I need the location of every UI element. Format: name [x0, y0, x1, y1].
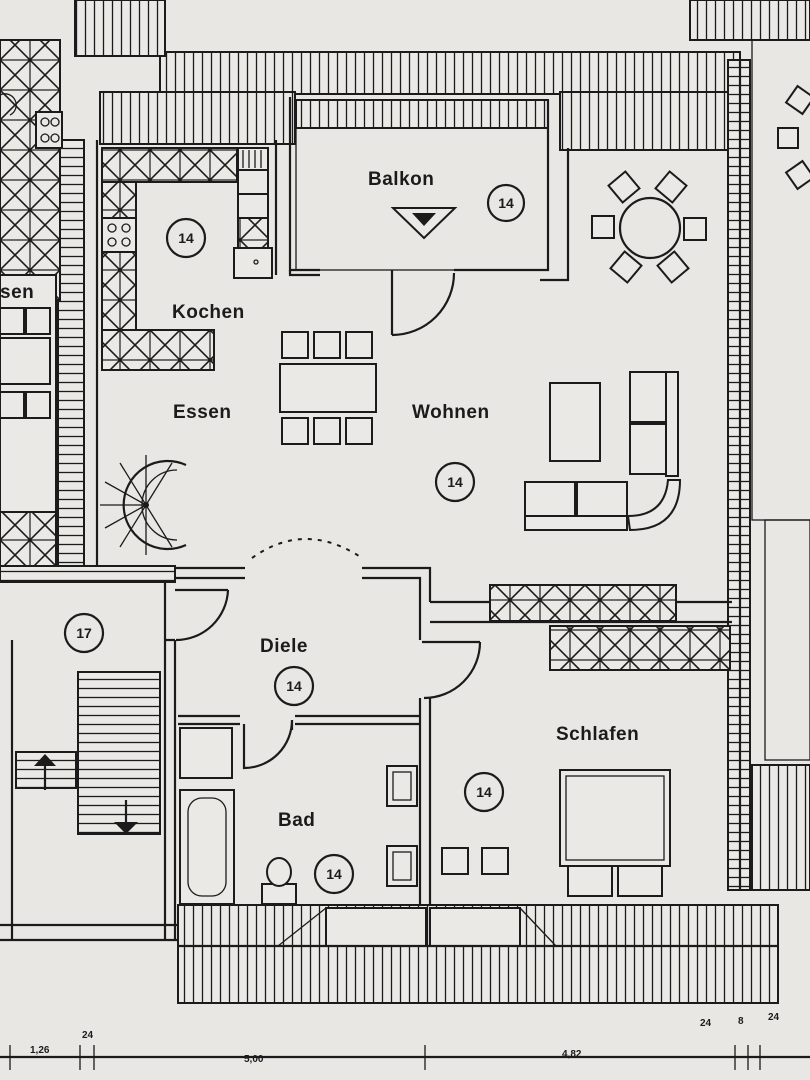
neighbour-room-label: sen: [0, 282, 34, 303]
room-number-diele: 14: [273, 665, 315, 707]
dimension-label: 8: [738, 1016, 744, 1027]
balcony-door: [390, 270, 456, 337]
svg-text:14: 14: [498, 195, 514, 211]
dimension-label: 5,00: [244, 1054, 264, 1065]
room-label-bad: Bad: [278, 810, 315, 831]
door-bedroom: [422, 640, 482, 700]
staircase: [15, 671, 161, 835]
dimension-label: 24: [82, 1030, 94, 1041]
svg-text:14: 14: [447, 474, 463, 490]
room-label-schlafen: Schlafen: [556, 724, 639, 745]
svg-text:14: 14: [326, 866, 342, 882]
door-arc-top: [251, 538, 363, 559]
roof-band-top: [159, 51, 741, 95]
cabinet-living: [489, 584, 677, 622]
room-number-bad: 14: [313, 853, 355, 895]
round-dining-table: [591, 170, 707, 284]
room-label-diele: Diele: [260, 636, 308, 657]
toilet: [261, 857, 297, 905]
dimension-label: 24: [700, 1018, 712, 1029]
room-label-essen: Essen: [173, 402, 231, 423]
room-number-kochen: 14: [165, 217, 207, 259]
washbasin-bottom: [386, 845, 418, 887]
neighbour-unit-right: [751, 39, 810, 891]
exterior-wall-left: [57, 139, 85, 571]
dining-table: [279, 331, 377, 445]
door-bath: [242, 719, 294, 770]
dimension-label: 1,26: [30, 1045, 50, 1056]
room-label-balkon: Balkon: [368, 169, 434, 190]
room-label-kochen: Kochen: [172, 302, 245, 323]
room-number-wohnen: 14: [434, 461, 476, 503]
kitchen-appliances: [233, 147, 273, 279]
room-number-treppenhaus: 17: [63, 612, 105, 654]
wall-hall-top-left: [0, 565, 176, 583]
bath-cabinet: [179, 727, 233, 779]
door-stairwell: [165, 588, 230, 642]
roof-band-kitchen: [99, 91, 296, 145]
dimension-line: 1,26 24 5,00 4,82 24 8 24: [0, 1012, 810, 1070]
dimension-label: 24: [768, 1012, 780, 1023]
svg-text:17: 17: [76, 625, 92, 641]
svg-text:14: 14: [178, 230, 194, 246]
wardrobe-bedroom: [549, 625, 731, 671]
roof-band-right-top: [689, 0, 810, 41]
washbasin-top: [386, 765, 418, 807]
svg-text:14: 14: [476, 784, 492, 800]
room-number-schlafen: 14: [463, 771, 505, 813]
kitchen-counter: [101, 147, 238, 371]
dimension-label: 4,82: [562, 1049, 582, 1060]
spiral-staircase: [100, 455, 187, 555]
roof-band-top-left: [74, 0, 166, 57]
roof-band-living: [559, 91, 731, 151]
room-label-wohnen: Wohnen: [412, 402, 490, 423]
room-number-balkon: 14: [486, 183, 526, 223]
svg-text:14: 14: [286, 678, 302, 694]
bathtub: [179, 789, 235, 905]
sofa-set: [524, 371, 682, 532]
neighbour-unit-left: sen: [0, 39, 63, 573]
double-bed: [559, 769, 671, 897]
bedside-boxes: [441, 847, 509, 875]
